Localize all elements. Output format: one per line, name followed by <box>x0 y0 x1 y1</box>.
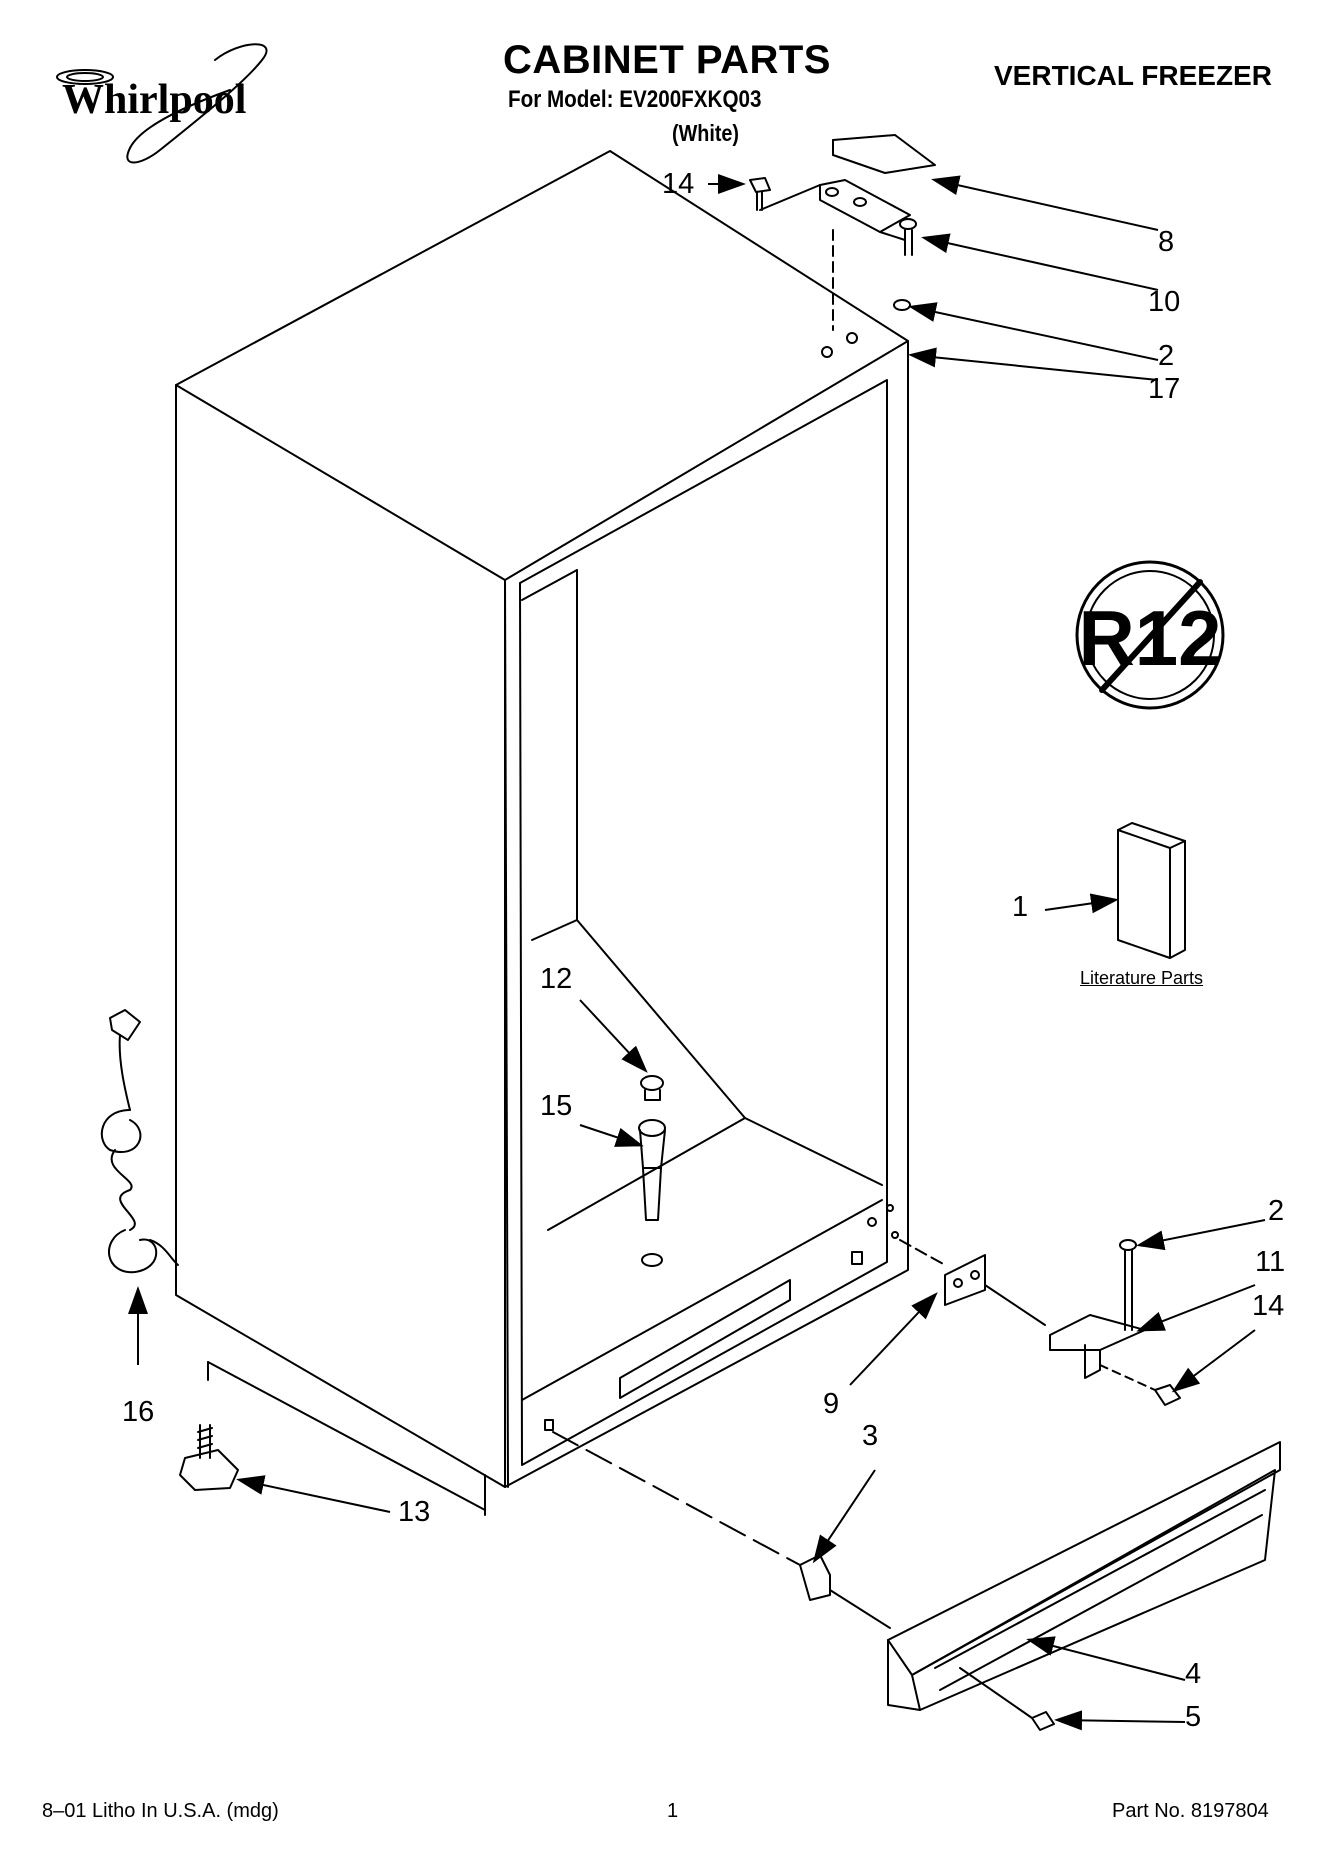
print-info: 8–01 Litho In U.S.A. (mdg) <box>42 1800 279 1822</box>
r12-badge-text: R12 <box>1078 594 1221 682</box>
callout-10: 10 <box>1148 286 1181 318</box>
callout-12: 12 <box>540 963 573 995</box>
bottom-hinge-assembly <box>899 1239 1181 1406</box>
callout-2-bottom: 2 <box>1268 1195 1285 1227</box>
page-title: CABINET PARTS <box>503 38 831 82</box>
callout-3: 3 <box>862 1420 879 1452</box>
callout-17: 17 <box>1148 373 1181 405</box>
screw <box>959 1667 1055 1731</box>
cabinet-body <box>175 150 909 1516</box>
brand-logo-text: Whirlpool <box>62 77 247 123</box>
model-variant: (White) <box>672 120 740 146</box>
callout-11: 11 <box>1255 1246 1286 1278</box>
whirlpool-logo <box>56 43 268 164</box>
model-number: For Model: EV200FXKQ03 <box>508 86 762 113</box>
callout-14-bottom: 14 <box>1252 1290 1285 1322</box>
product-category: VERTICAL FREEZER <box>994 60 1272 91</box>
clip <box>552 1431 891 1629</box>
leveling-leg <box>179 1424 239 1491</box>
callout-5: 5 <box>1185 1701 1202 1733</box>
callout-2-top: 2 <box>1158 340 1175 372</box>
callout-leaders <box>128 174 1266 1731</box>
callout-16: 16 <box>122 1396 155 1428</box>
callout-15: 15 <box>540 1090 573 1122</box>
literature-parts-label: Literature Parts <box>1080 968 1204 988</box>
literature-booklet <box>1117 822 1186 959</box>
callout-9: 9 <box>823 1388 840 1420</box>
power-cord <box>100 1009 179 1274</box>
callout-1: 1 <box>1012 891 1029 923</box>
top-hinge-assembly <box>749 134 936 331</box>
page-number: 1 <box>667 1800 679 1822</box>
no-r12-badge <box>1075 560 1225 710</box>
toe-grille <box>887 1441 1281 1711</box>
part-number: Part No. 8197804 <box>1112 1800 1269 1822</box>
callout-13: 13 <box>398 1496 431 1528</box>
callout-8: 8 <box>1158 226 1175 258</box>
callout-14-top: 14 <box>662 168 695 200</box>
callout-4: 4 <box>1185 1658 1202 1690</box>
